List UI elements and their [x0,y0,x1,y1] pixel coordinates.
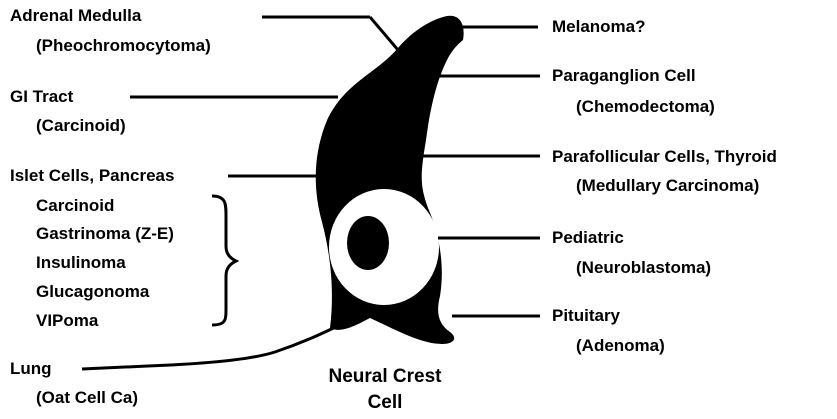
label-adrenal-medulla: Adrenal Medulla [10,6,141,26]
label-adenoma: (Adenoma) [576,336,665,356]
label-chemodectoma: (Chemodectoma) [576,97,715,117]
label-islet-item-carcinoid: Carcinoid [36,196,114,216]
label-melanoma: Melanoma? [552,17,646,37]
label-parafollicular-cells: Parafollicular Cells, Thyroid [552,147,777,167]
label-pheochromocytoma: (Pheochromocytoma) [36,36,211,56]
label-islet-item-insulinoma: Insulinoma [36,253,126,273]
label-islet-item-glucagonoma: Glucagonoma [36,282,149,302]
leader-line-lung [82,325,340,369]
label-islet-cells: Islet Cells, Pancreas [10,166,174,186]
label-pediatric: Pediatric [552,228,624,248]
label-oat-cell-ca: (Oat Cell Ca) [36,388,138,408]
label-islet-item-vipoma: VIPoma [36,311,98,331]
label-paraganglion-cell: Paraganglion Cell [552,66,696,86]
label-pituitary: Pituitary [552,306,620,326]
cell-nucleolus [347,216,389,270]
diagram-title: Neural Crest Cell [300,364,470,416]
islet-items-brace [212,196,236,325]
label-neuroblastoma: (Neuroblastoma) [576,258,711,278]
label-medullary-carcinoma: (Medullary Carcinoma) [576,176,759,196]
label-gi-tract: GI Tract [10,87,73,107]
diagram-title-line-2: Cell [300,390,470,416]
label-carcinoid-gi: (Carcinoid) [36,116,126,136]
label-islet-item-gastrinoma: Gastrinoma (Z-E) [36,224,174,244]
diagram-title-line-1: Neural Crest [300,364,470,390]
label-lung: Lung [10,359,52,379]
leader-line-adrenal-diag [370,17,398,50]
